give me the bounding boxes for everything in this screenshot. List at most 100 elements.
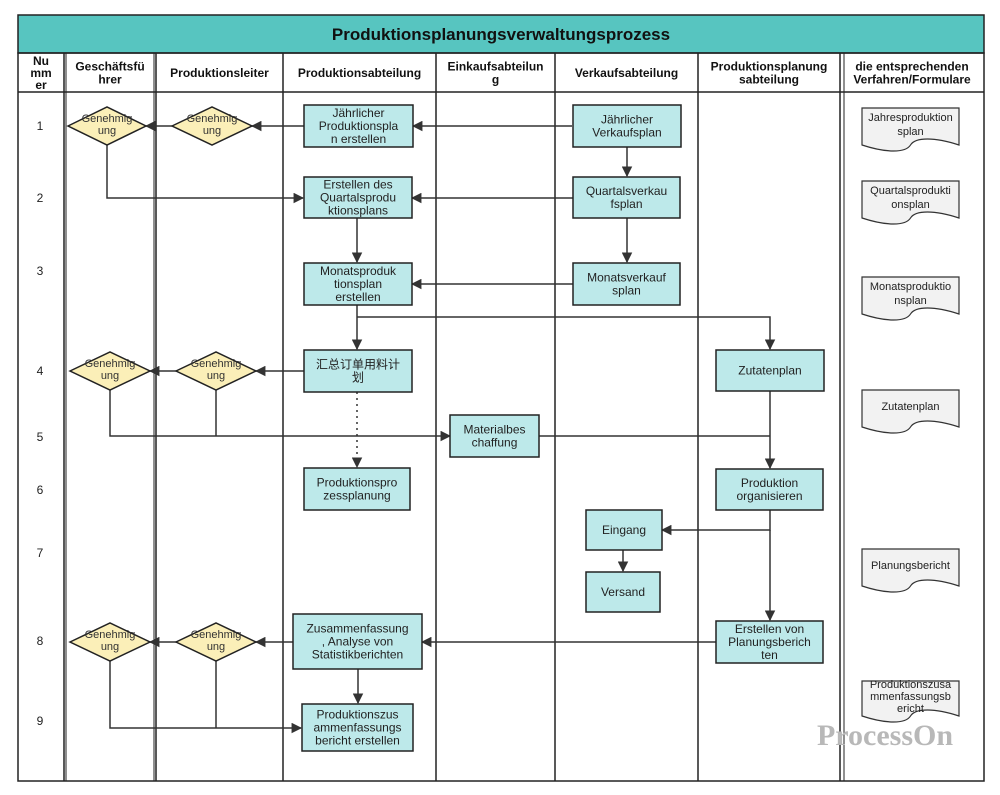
process-box-label-line: Zusammenfassung [306,622,408,636]
process-box-label-line: organisieren [736,489,802,503]
decision-label-line: ung [203,125,221,137]
lane-header-vf-line: die entsprechenden [855,60,968,74]
process-box-label-line: Produktionspro [317,476,398,490]
document-label-line: onsplan [891,199,930,211]
process-box-label-line: n erstellen [331,132,386,146]
lane-header-num-line: mm [30,66,51,80]
document-label: Quartalsprodukti onsplan [870,185,951,211]
title-bar: Produktionsplanungsverwaltungsprozess [17,14,985,54]
process-box-label: Eingang [602,523,646,537]
arrow-d8g-to-p9 [109,661,303,734]
process-box-label-line: Jährlicher [601,113,653,127]
document-doc2: Quartalsprodukti onsplan [861,180,960,225]
process-box-label-line: Planungsberich [728,635,811,649]
process-box-label-line: Monatsverkauf [587,271,666,285]
arrow-z6-to-eing [660,510,771,536]
process-box-label-line: Jährlicher [332,106,384,120]
document-label-line: ericht [897,703,924,715]
process-box-p4: 汇总订单用料计划 [303,349,413,393]
row-number: 5 [37,430,44,444]
row-number: 1 [37,119,44,133]
decision-label-line: ung [207,641,225,653]
lane-header-va-line: Verkaufsabteilung [575,66,678,80]
row-number: 4 [37,364,44,378]
process-box-label-line: fsplan [610,197,642,211]
row-number: 9 [37,714,44,728]
process-box-label-line: , Analyse von [322,635,393,649]
lane-header-va: Verkaufsabteilung [575,66,678,80]
process-box-vers: Versand [585,571,661,613]
line-d4g-to-e5 [109,390,452,442]
document-label-line: Zutatenplan [881,401,939,413]
process-box-label: 汇总订单用料计划 [316,358,400,385]
process-box-label-line: Statistikberichten [312,648,403,662]
process-box-label-line: splan [612,284,641,298]
decision-label-line: ung [101,370,119,382]
process-box-label-line: Quartalsprodu [320,191,396,205]
process-box-label-line: Eingang [602,523,646,537]
document-label: Zutatenplan [881,401,939,413]
lane-header-gf-line: Geschäftsfü [75,60,144,74]
decision-label-line: Genehmig [85,358,136,370]
process-box-label-line: chaffung [472,436,518,450]
lane-header-num-line: er [35,78,47,92]
process-box-label-line: ktionsplans [328,204,388,218]
arrow-d1g-to-p2 [106,145,305,204]
document-label-line: splan [897,126,923,138]
decision-label-line: Genehmig [191,358,242,370]
process-box-z4: Zutatenplan [715,349,825,392]
lane-header-gf-line: hrer [98,73,122,87]
process-box-label-line: 划 [352,371,364,385]
process-box-label-line: ammenfassungs [313,721,401,735]
process-box-label-line: Erstellen des [323,178,392,192]
process-box-label-line: Produktionspla [319,119,399,133]
document-label-line: Quartalsprodukti [870,185,951,197]
process-box-label: Zutatenplan [738,364,801,378]
decision-label-line: Genehmig [191,629,242,641]
decision-label-line: Genehmig [85,629,136,641]
document-label: Planungsbericht [871,560,950,572]
document-label-line: Jahresproduktion [868,112,952,124]
process-box-label-line: Verkaufsplan [592,126,661,140]
watermark: ProcessOn [817,719,953,752]
lane-header-ea-line: Einkaufsabteilun [447,60,543,74]
process-box-label-line: Produktion [741,476,798,490]
swimlanes [17,52,985,782]
lane-header-ppa-line: Produktionsplanung [711,60,828,74]
process-box-label-line: tionsplan [334,277,382,291]
lane-header-num-line: Nu [33,54,49,68]
process-box-label-line: Materialbes [463,423,525,437]
decision-label-line: Genehmig [82,113,133,125]
lane-header-pa-line: Produktionsabteilung [298,66,421,80]
